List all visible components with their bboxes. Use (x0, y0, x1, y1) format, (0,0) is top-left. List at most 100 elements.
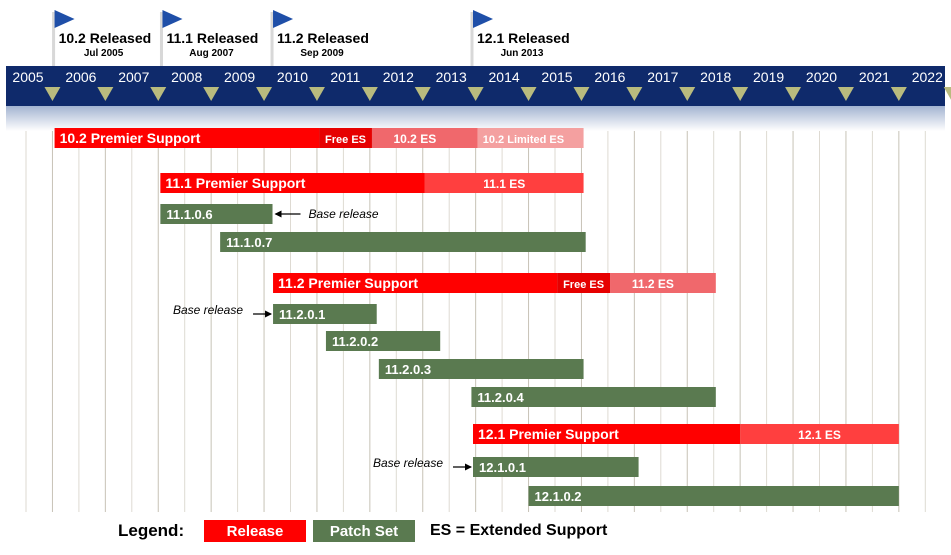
year-label: 2018 (700, 69, 731, 85)
bar-rect (220, 232, 586, 252)
bar-label: Free ES (563, 279, 604, 291)
bar-es: 11.2 ES (610, 273, 716, 293)
year-label: 2010 (277, 69, 308, 85)
bar-rect (610, 273, 716, 293)
arrow-head-icon (274, 210, 282, 218)
year-label: 2014 (489, 69, 520, 85)
bar-es-bright: 11.1 ES (424, 173, 584, 193)
year-marker-triangle (256, 87, 273, 101)
bar-label: 12.1 ES (798, 428, 841, 442)
flag-icon (473, 10, 494, 28)
base-release-annotation: Base release (373, 456, 473, 471)
bar-label: 12.1.0.1 (479, 460, 526, 475)
bar-rect (477, 128, 584, 148)
bar-rect (473, 424, 741, 444)
year-marker-triangle (943, 87, 951, 100)
year-label: 2012 (383, 69, 414, 85)
bar-rect (740, 424, 899, 444)
bar-patch: 12.1.0.2 (528, 486, 899, 506)
milestone-date: Aug 2007 (189, 48, 234, 59)
milestone-date: Sep 2009 (300, 48, 344, 59)
bar-premier: 12.1 Premier Support (473, 424, 741, 444)
flag-icon (54, 10, 75, 28)
year-label: 2007 (118, 69, 149, 85)
bar-patch: 11.2.0.3 (378, 359, 584, 379)
bar-label: 11.2 ES (632, 277, 674, 291)
year-markers (44, 87, 951, 101)
year-marker-triangle (890, 87, 907, 101)
bar-rect (273, 273, 558, 293)
bar-rect (424, 173, 584, 193)
bar-label: 11.2.0.4 (477, 390, 524, 405)
bar-es: 10.2 ES (371, 128, 478, 148)
bar-es-bright: 12.1 ES (740, 424, 899, 444)
year-label: 2017 (647, 69, 678, 85)
year-label: 2013 (436, 69, 467, 85)
year-marker-triangle (679, 87, 696, 101)
legend-es-note: ES = Extended Support (430, 522, 608, 539)
bar-patch: 11.2.0.2 (325, 331, 441, 351)
legend-patch-swatch: Patch Set (313, 520, 415, 542)
year-marker-triangle (626, 87, 643, 101)
bar-label: 10.2 Limited ES (483, 134, 564, 146)
year-label: 2011 (330, 69, 360, 85)
year-marker-triangle (44, 87, 61, 101)
year-label: 2009 (224, 69, 255, 85)
bar-rect (319, 128, 372, 148)
year-label: 2008 (171, 69, 202, 85)
bar-premier: 11.2 Premier Support (273, 273, 558, 293)
bar-rect (160, 173, 425, 193)
year-marker-triangle (150, 87, 167, 101)
bar-rect (160, 204, 273, 224)
bar-rect (325, 331, 441, 351)
legend: Legend: Release Patch Set ES = Extended … (0, 520, 951, 544)
annotation-text: Base release (173, 303, 243, 317)
bar-label: 11.2.0.3 (385, 362, 431, 377)
year-label: 2016 (594, 69, 625, 85)
year-marker-triangle (573, 87, 590, 101)
bar-label: 11.2.0.1 (279, 307, 325, 322)
flag-icon (162, 10, 183, 28)
year-marker-triangle (785, 87, 802, 101)
bar-rect (378, 359, 584, 379)
year-marker-triangle (467, 87, 484, 101)
bar-rect (528, 486, 899, 506)
milestone-title: 12.1 Released (477, 30, 570, 46)
bar-limited-es: 10.2 Limited ES (477, 128, 584, 148)
year-marker-triangle (732, 87, 749, 101)
bar-patch: 11.1.0.6 (160, 204, 273, 224)
bar-label: 11.1.0.7 (226, 235, 272, 250)
bar-label: 10.2 Premier Support (60, 130, 201, 146)
bar-label: 12.1.0.2 (535, 489, 582, 504)
bar-premier: 11.1 Premier Support (160, 173, 425, 193)
bar-label: Free ES (325, 134, 366, 146)
milestone-date: Jul 2005 (84, 48, 124, 59)
year-marker-triangle (97, 87, 114, 101)
milestone-title: 11.2 Released (277, 30, 369, 46)
year-label: 2005 (12, 69, 43, 85)
annotation-text: Base release (309, 207, 379, 221)
bar-rect (371, 128, 478, 148)
year-marker-triangle (308, 87, 325, 101)
year-label: 2022 (912, 69, 943, 85)
year-label: 2019 (753, 69, 784, 85)
bar-patch: 12.1.0.1 (473, 457, 639, 477)
bar-rect (471, 387, 716, 407)
arrow-head-icon (465, 463, 473, 471)
base-release-annotation: Base release (173, 303, 273, 318)
band-shadow (6, 105, 945, 131)
bar-rect (557, 273, 611, 293)
bar-label: 10.2 ES (394, 132, 437, 146)
bar-label: 11.1 ES (483, 177, 525, 191)
year-label: 2015 (541, 69, 572, 85)
flag-icon (273, 10, 294, 28)
year-label: 2021 (859, 69, 890, 85)
bar-patch: 11.2.0.1 (273, 304, 377, 324)
